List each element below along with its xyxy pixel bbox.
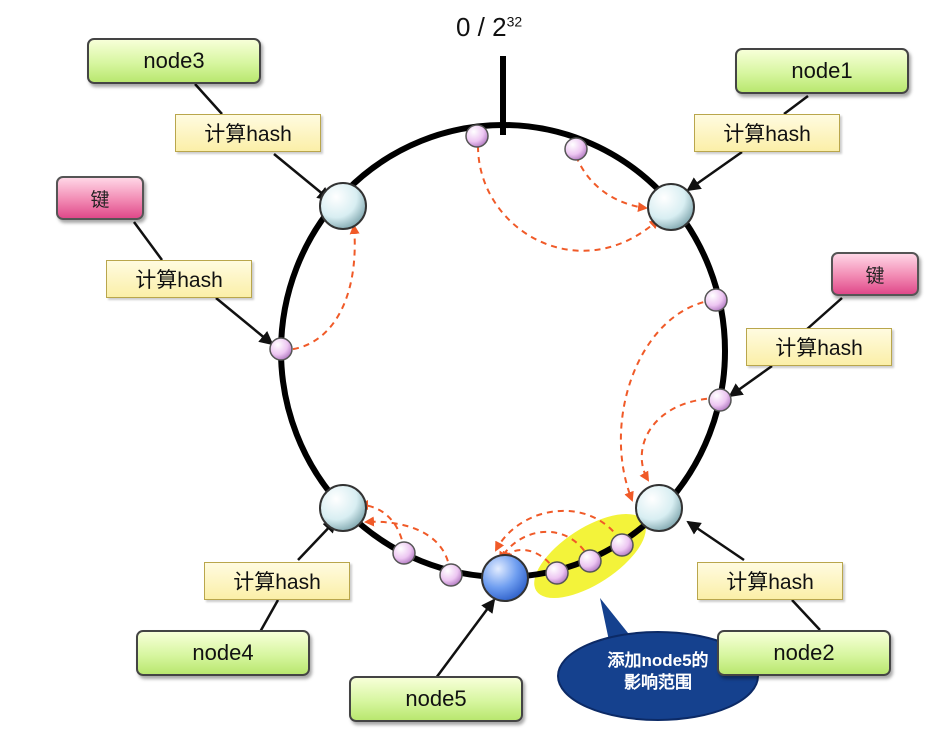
node4-point [319, 484, 367, 532]
hash-label-key-left: 计算hash [106, 260, 252, 298]
hash-label-node1: 计算hash [694, 114, 840, 152]
node5-point [481, 554, 529, 602]
key-box-right: 键 [831, 252, 919, 296]
key-point [465, 124, 489, 148]
callout-bubble [557, 631, 759, 721]
hash-label-node2: 计算hash [697, 562, 843, 600]
node1-point [647, 183, 695, 231]
node3-box: node3 [87, 38, 261, 84]
node1-box: node1 [735, 48, 909, 94]
ring-origin-exponent: 32 [506, 13, 523, 30]
node2-point [635, 484, 683, 532]
ring-origin-label: 0 / 232 [456, 12, 522, 43]
mapping-arrows [281, 145, 719, 573]
impact-callout-line1: 添加node5的 [607, 651, 709, 670]
key-point [545, 561, 569, 585]
ring-origin-base: 0 / 2 [456, 12, 507, 42]
key-point [610, 533, 634, 557]
key-point [708, 388, 732, 412]
key-box-left: 键 [56, 176, 144, 220]
key-point [564, 137, 588, 161]
node3-point [319, 182, 367, 230]
node2-box: node2 [717, 630, 891, 676]
hash-label-node4: 计算hash [204, 562, 350, 600]
key-point [269, 337, 293, 361]
node5-box: node5 [349, 676, 523, 722]
impact-callout-line2: 影响范围 [624, 673, 692, 692]
impact-callout: 添加node5的 影响范围 [566, 650, 750, 694]
key-point [439, 563, 463, 587]
node4-box: node4 [136, 630, 310, 676]
key-point [392, 541, 416, 565]
hash-label-key-right: 计算hash [746, 328, 892, 366]
key-point [578, 549, 602, 573]
hash-label-node3: 计算hash [175, 114, 321, 152]
key-point [704, 288, 728, 312]
